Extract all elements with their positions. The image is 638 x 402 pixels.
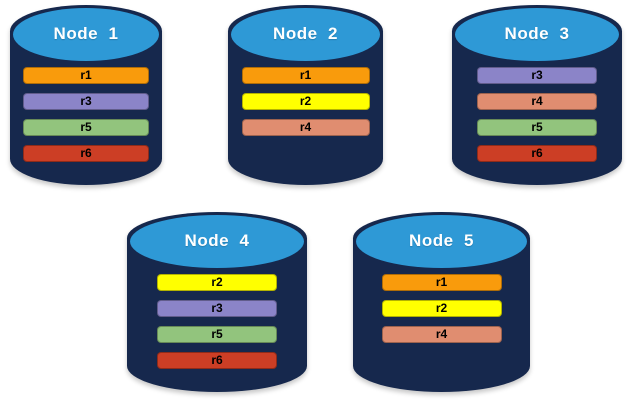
record-list: r3 r4 r5 r6 [452, 67, 622, 162]
database-node[interactable]: Node 1 r1 r3 r5 r6 [10, 5, 162, 185]
record-bar[interactable]: r4 [241, 119, 370, 136]
record-bar[interactable]: r2 [381, 300, 502, 317]
record-bar[interactable]: r3 [477, 67, 597, 84]
record-bar[interactable]: r4 [381, 326, 502, 343]
record-bar[interactable]: r1 [23, 67, 149, 84]
node-title: Node 5 [409, 231, 474, 250]
record-bar[interactable]: r3 [23, 93, 149, 110]
database-node[interactable]: Node 5 r1 r2 r4 [353, 212, 530, 392]
record-list: r1 r2 r4 [353, 274, 530, 343]
cylinder-top-ellipse [231, 8, 380, 61]
cylinder-top-ellipse [130, 215, 304, 268]
database-node[interactable]: Node 2 r1 r2 r4 [228, 5, 383, 185]
record-list: r1 r3 r5 r6 [10, 67, 162, 162]
node-title: Node 1 [53, 24, 119, 43]
record-bar[interactable]: r6 [477, 145, 597, 162]
record-bar[interactable]: r1 [381, 274, 502, 291]
node-title: Node 3 [504, 24, 570, 43]
record-bar[interactable]: r6 [157, 352, 277, 369]
record-bar[interactable]: r5 [157, 326, 277, 343]
cylinder-top-ellipse [455, 8, 619, 61]
record-bar[interactable]: r3 [157, 300, 277, 317]
cylinder-top-ellipse [13, 8, 159, 61]
node-title: Node 2 [273, 24, 338, 43]
record-bar[interactable]: r4 [477, 93, 597, 110]
record-bar[interactable]: r1 [241, 67, 370, 84]
database-node[interactable]: Node 3 r3 r4 r5 r6 [452, 5, 622, 185]
record-list: r2 r3 r5 r6 [127, 274, 307, 369]
cylinder-top-ellipse [356, 215, 527, 268]
database-node[interactable]: Node 4 r2 r3 r5 r6 [127, 212, 307, 392]
record-bar[interactable]: r2 [157, 274, 277, 291]
record-bar[interactable]: r5 [477, 119, 597, 136]
record-bar[interactable]: r2 [241, 93, 370, 110]
record-bar[interactable]: r6 [23, 145, 149, 162]
node-title: Node 4 [184, 231, 250, 250]
record-bar[interactable]: r5 [23, 119, 149, 136]
record-list: r1 r2 r4 [228, 67, 383, 136]
